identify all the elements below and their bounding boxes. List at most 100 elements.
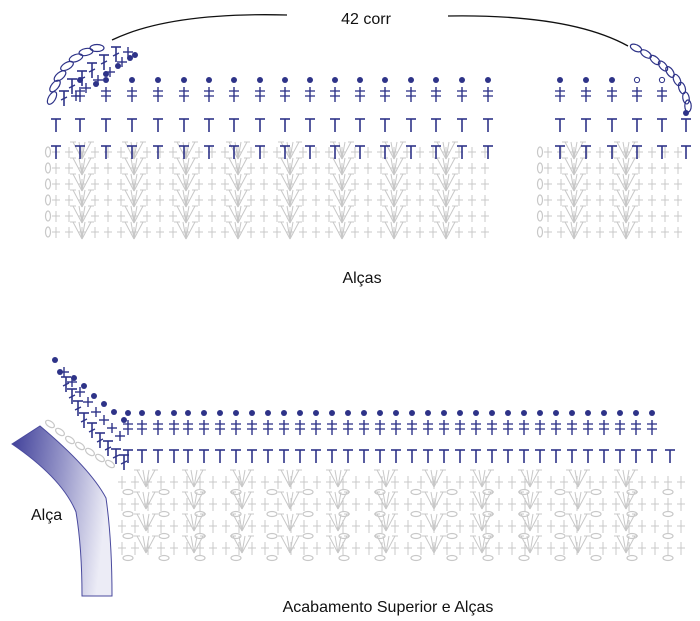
single-crochet-bar — [359, 420, 369, 435]
shell-stitch — [470, 491, 494, 510]
chain-stitch — [302, 510, 314, 518]
single-crochet-bar — [487, 420, 497, 435]
half-double-crochet — [229, 145, 239, 159]
single-crochet-bar — [311, 420, 321, 435]
chain-stitch — [590, 488, 602, 496]
shell-stitch — [434, 189, 458, 208]
slip-stitch-dot — [345, 410, 351, 416]
half-double-crochet — [599, 449, 609, 463]
double-crochet — [95, 432, 105, 448]
chain-stitch — [44, 162, 52, 174]
chain-stitch — [446, 510, 458, 518]
shell-stitch — [330, 173, 354, 192]
slip-stitch-open — [658, 76, 666, 84]
double-crochet — [87, 62, 97, 78]
strap-label: Alça — [31, 507, 62, 524]
half-double-crochet — [137, 449, 147, 463]
half-double-crochet — [455, 449, 465, 463]
double-crochet — [111, 46, 121, 62]
bottom-blue-rows — [123, 410, 675, 463]
slip-stitch-dot — [103, 71, 109, 77]
single-crochet-bar — [483, 87, 493, 102]
chain-stitch — [662, 554, 674, 562]
slip-stitch-dot — [537, 410, 543, 416]
single-crochet-bar — [455, 420, 465, 435]
half-double-crochet — [229, 118, 239, 132]
slip-stitch-dot — [332, 77, 338, 83]
single-crochet — [115, 431, 125, 441]
half-double-crochet — [391, 449, 401, 463]
slip-stitch-dot — [139, 410, 145, 416]
single-crochet-bar — [137, 420, 147, 435]
slip-stitch-dot — [489, 410, 495, 416]
chain-stitch — [338, 554, 350, 562]
slip-stitch-dot — [201, 410, 207, 416]
shell-stitch — [434, 221, 458, 240]
slip-stitch-dot — [377, 410, 383, 416]
double-crochet — [111, 448, 121, 464]
single-crochet-bar — [179, 87, 189, 102]
half-double-crochet — [380, 145, 390, 159]
slip-stitch-dot — [649, 410, 655, 416]
double-crochet — [59, 90, 69, 106]
shell-stitch — [382, 205, 406, 224]
chain-stitch — [122, 510, 134, 518]
slip-stitch-dot — [361, 410, 367, 416]
single-crochet — [59, 367, 69, 377]
half-double-crochet — [503, 449, 513, 463]
half-double-crochet — [483, 118, 493, 132]
shell-stitch — [374, 491, 398, 510]
shell-stitch — [614, 141, 638, 160]
chain-stitch — [536, 178, 544, 190]
half-double-crochet — [305, 145, 315, 159]
half-double-crochet — [280, 145, 290, 159]
single-crochet-bar — [153, 87, 163, 102]
chain-stitch — [590, 510, 602, 518]
slip-stitch-dot — [313, 410, 319, 416]
chain-stitch — [302, 554, 314, 562]
shell-stitch — [278, 535, 302, 554]
shell-stitch — [122, 221, 146, 240]
chain-stitch — [44, 194, 52, 206]
half-double-crochet — [279, 449, 289, 463]
shell-stitch — [182, 469, 206, 488]
single-crochet-bar — [343, 420, 353, 435]
chain-stitch — [89, 43, 105, 53]
shell-stitch — [226, 173, 250, 192]
half-double-crochet — [183, 449, 193, 463]
slip-stitch-dot — [155, 77, 161, 83]
half-double-crochet — [487, 449, 497, 463]
chain-stitch — [536, 210, 544, 222]
shell-stitch — [174, 141, 198, 160]
chain-stitch — [672, 73, 682, 87]
single-crochet-bar — [457, 87, 467, 102]
half-double-crochet — [681, 145, 691, 159]
bottom-strap-stitches — [45, 357, 129, 470]
chain-stitch — [590, 532, 602, 540]
half-double-crochet — [407, 449, 417, 463]
shell-stitch — [226, 205, 250, 224]
shell-stitch — [278, 221, 302, 240]
slip-stitch-dot — [81, 383, 87, 389]
top-left-strap-stitches — [46, 43, 138, 106]
single-crochet-bar — [247, 420, 257, 435]
half-double-crochet — [305, 118, 315, 132]
half-double-crochet — [153, 449, 163, 463]
chain-stitch — [665, 66, 675, 78]
shell-stitch — [174, 189, 198, 208]
chain-stitch — [60, 60, 74, 72]
shell-stitch — [518, 535, 542, 554]
chain-stitch — [590, 554, 602, 562]
chain-stitch — [554, 510, 566, 518]
half-double-crochet — [101, 118, 111, 132]
double-crochet — [79, 412, 89, 428]
shell-stitch — [614, 157, 638, 176]
chain-stitch — [536, 146, 544, 158]
shell-stitch — [382, 141, 406, 160]
chain-stitch — [626, 554, 638, 562]
chain-stitch — [649, 54, 661, 66]
half-double-crochet — [127, 145, 137, 159]
chain-stitch — [46, 91, 58, 105]
single-crochet — [71, 91, 81, 101]
half-double-crochet — [247, 449, 257, 463]
